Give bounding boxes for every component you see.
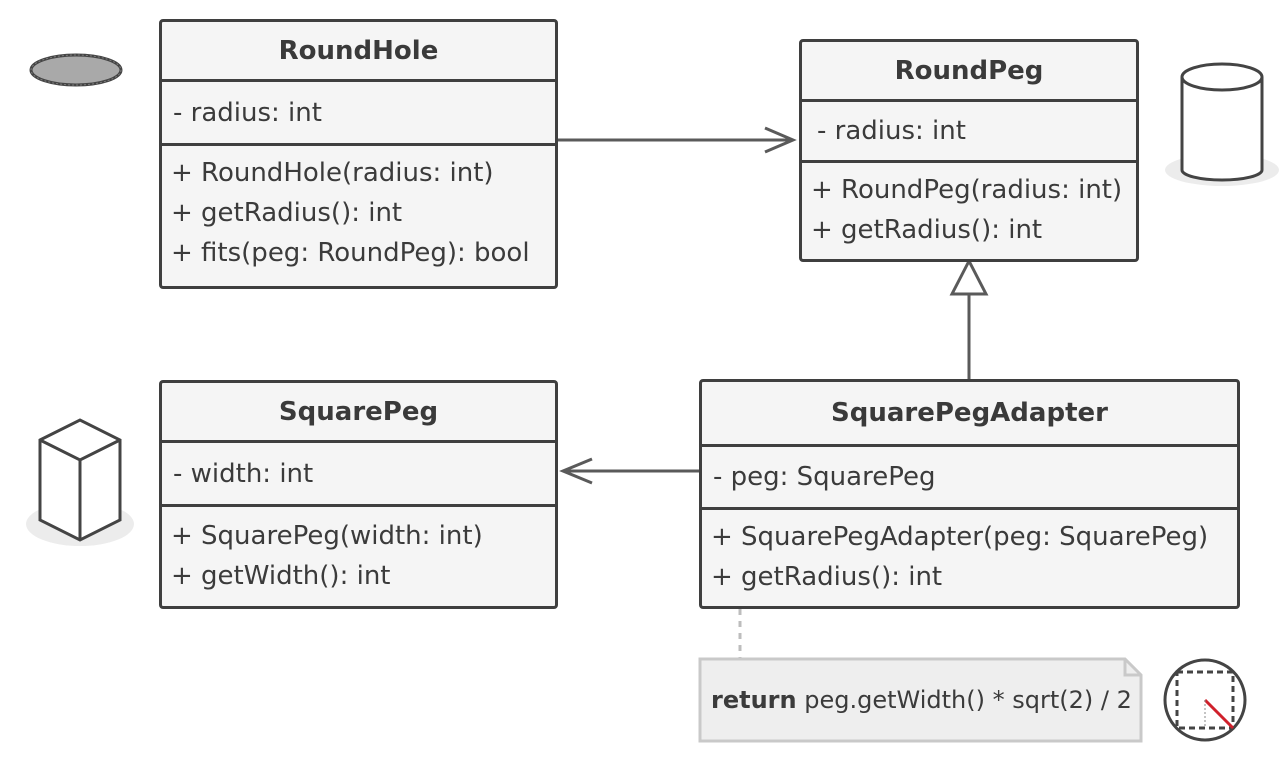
- class-methods: + SquarePeg(width: int) + getWidth(): in…: [162, 507, 555, 596]
- class-roundpeg: RoundPeg - radius: int + RoundPeg(radius…: [799, 39, 1139, 262]
- field-peg: - peg: SquarePeg: [713, 462, 936, 492]
- class-name: SquarePegAdapter: [702, 382, 1237, 447]
- method-constructor: + RoundHole(radius: int): [171, 158, 494, 188]
- note-shape: [698, 657, 1143, 743]
- method-constructor: + SquarePeg(width: int): [171, 521, 483, 551]
- class-fields: - radius: int: [802, 102, 1136, 163]
- method-get-radius: + getRadius(): int: [711, 562, 943, 592]
- association-roundhole-roundpeg: [557, 126, 797, 154]
- class-fields: - width: int: [162, 443, 555, 507]
- note-text: return peg.getWidth() * sqrt(2) / 2: [700, 659, 1141, 741]
- field-radius: - radius: int: [173, 97, 322, 128]
- class-squarepeg: SquarePeg - width: int + SquarePeg(width…: [159, 380, 558, 609]
- method-get-radius: + getRadius(): int: [811, 215, 1043, 245]
- field-radius: - radius: int: [817, 116, 966, 146]
- class-fields: - peg: SquarePeg: [702, 447, 1237, 510]
- note-code: peg.getWidth() * sqrt(2) / 2: [796, 686, 1132, 714]
- method-fits: + fits(peg: RoundPeg): bool: [171, 238, 530, 268]
- method-get-radius: + getRadius(): int: [171, 198, 403, 228]
- inheritance-adapter-roundpeg: [949, 257, 989, 380]
- class-fields: - radius: int: [162, 82, 555, 146]
- class-methods: + SquarePegAdapter(peg: SquarePeg) + get…: [702, 510, 1237, 597]
- cylinder-peg-icon: [1165, 62, 1279, 186]
- round-hole-icon: [29, 53, 123, 87]
- class-methods: + RoundHole(radius: int) + getRadius(): …: [162, 146, 555, 273]
- association-adapter-squarepeg: [559, 457, 700, 485]
- method-constructor: + SquarePegAdapter(peg: SquarePeg): [711, 522, 1209, 552]
- class-roundhole: RoundHole - radius: int + RoundHole(radi…: [159, 19, 558, 289]
- class-name: RoundHole: [162, 22, 555, 82]
- class-methods: + RoundPeg(radius: int) + getRadius(): i…: [802, 163, 1136, 250]
- class-name: SquarePeg: [162, 383, 555, 443]
- class-name: RoundPeg: [802, 42, 1136, 102]
- cube-peg-icon: [26, 418, 134, 546]
- square-in-circle-icon: [1163, 658, 1247, 742]
- method-get-width: + getWidth(): int: [171, 561, 391, 591]
- field-width: - width: int: [173, 458, 314, 489]
- method-constructor: + RoundPeg(radius: int): [811, 175, 1123, 205]
- class-squarepegadapter: SquarePegAdapter - peg: SquarePeg + Squa…: [699, 379, 1240, 609]
- note-keyword: return: [711, 686, 797, 714]
